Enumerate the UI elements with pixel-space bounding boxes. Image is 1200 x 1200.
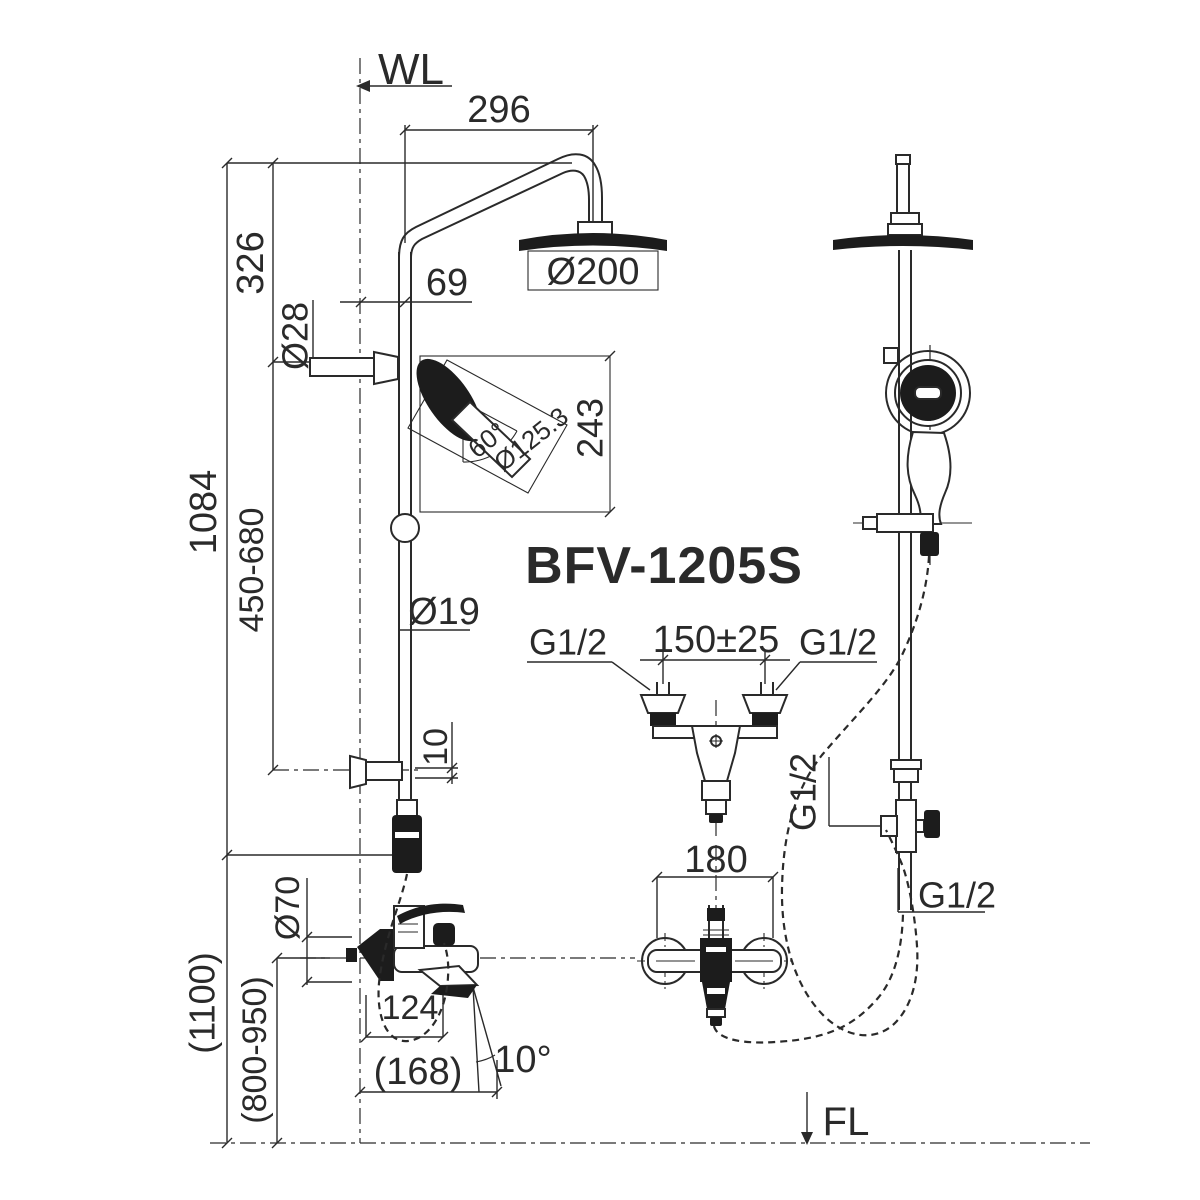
dia-28-label: Ø28 bbox=[275, 302, 316, 370]
dim-168-label: (168) bbox=[374, 1051, 463, 1093]
diverter-knob-side bbox=[433, 923, 455, 946]
dim-450-680-label: 450-680 bbox=[233, 508, 271, 633]
hose-side-view bbox=[377, 873, 450, 1043]
left-union bbox=[639, 694, 687, 714]
dim-800-950-label: (800-950) bbox=[236, 976, 274, 1123]
dim-10-label: 10 bbox=[417, 728, 455, 766]
right-union bbox=[741, 694, 789, 714]
rain-shower-side bbox=[519, 233, 667, 251]
dimension-ticks bbox=[221, 124, 779, 1149]
hand-shower-hose bbox=[780, 555, 931, 1037]
dim-150-label: 150±25 bbox=[653, 619, 780, 661]
g12-top-left-label: G1/2 bbox=[529, 622, 607, 663]
dia-70-label: Ø70 bbox=[269, 876, 307, 940]
hand-shower-handle-side bbox=[450, 400, 532, 479]
diverter-body bbox=[895, 799, 917, 853]
wl-label: WL bbox=[378, 45, 444, 94]
mixer-body-front bbox=[700, 938, 732, 982]
mixer-lever-side bbox=[397, 903, 465, 924]
angle-10-label: 10° bbox=[494, 1039, 551, 1081]
plan-view bbox=[639, 682, 789, 823]
rain-shower-front bbox=[833, 235, 973, 250]
dim-124-label: 124 bbox=[382, 989, 439, 1027]
dim-1084-label: 1084 bbox=[183, 470, 225, 555]
diverter-handle bbox=[924, 810, 940, 838]
fl-arrow-icon bbox=[801, 1132, 813, 1145]
ball-joint bbox=[390, 513, 420, 543]
hand-shower-handle-front bbox=[906, 430, 952, 525]
hose-outlet-block bbox=[392, 815, 422, 873]
slide-bracket bbox=[876, 513, 934, 533]
mixer-front-view bbox=[637, 905, 905, 1044]
dim-69-label: 69 bbox=[426, 262, 468, 304]
wall-bracket bbox=[309, 357, 375, 377]
hose-connector bbox=[920, 532, 939, 556]
dia-19-label: Ø19 bbox=[408, 591, 480, 633]
dimension-lines bbox=[210, 58, 1090, 1149]
side-view bbox=[309, 153, 667, 1043]
dim-326-label: 326 bbox=[230, 231, 272, 294]
supply-hose-front bbox=[712, 913, 905, 1044]
dia-200-label: Ø200 bbox=[547, 251, 640, 293]
model-number: BFV-1205S bbox=[525, 537, 803, 595]
wl-arrow-icon bbox=[356, 80, 370, 92]
dim-1100-label: (1100) bbox=[182, 952, 223, 1053]
column-front-view bbox=[780, 154, 973, 1037]
g12-mid-label: G1/2 bbox=[783, 753, 824, 831]
escutcheon-side bbox=[357, 929, 394, 981]
mixer-handle-front bbox=[702, 982, 730, 1009]
g12-top-right-label: G1/2 bbox=[799, 622, 877, 663]
dim-296-label: 296 bbox=[467, 89, 530, 131]
spout-plan bbox=[701, 780, 731, 801]
wall-elbow bbox=[361, 761, 403, 781]
dim-180-label: 180 bbox=[684, 839, 747, 881]
g12-bottom-label: G1/2 bbox=[918, 875, 996, 916]
dim-243-label: 243 bbox=[570, 398, 611, 458]
labels: WL 296 326 Ø28 1084 450-680 69 Ø200 243 … bbox=[182, 45, 997, 1144]
fl-label: FL bbox=[823, 1100, 870, 1144]
